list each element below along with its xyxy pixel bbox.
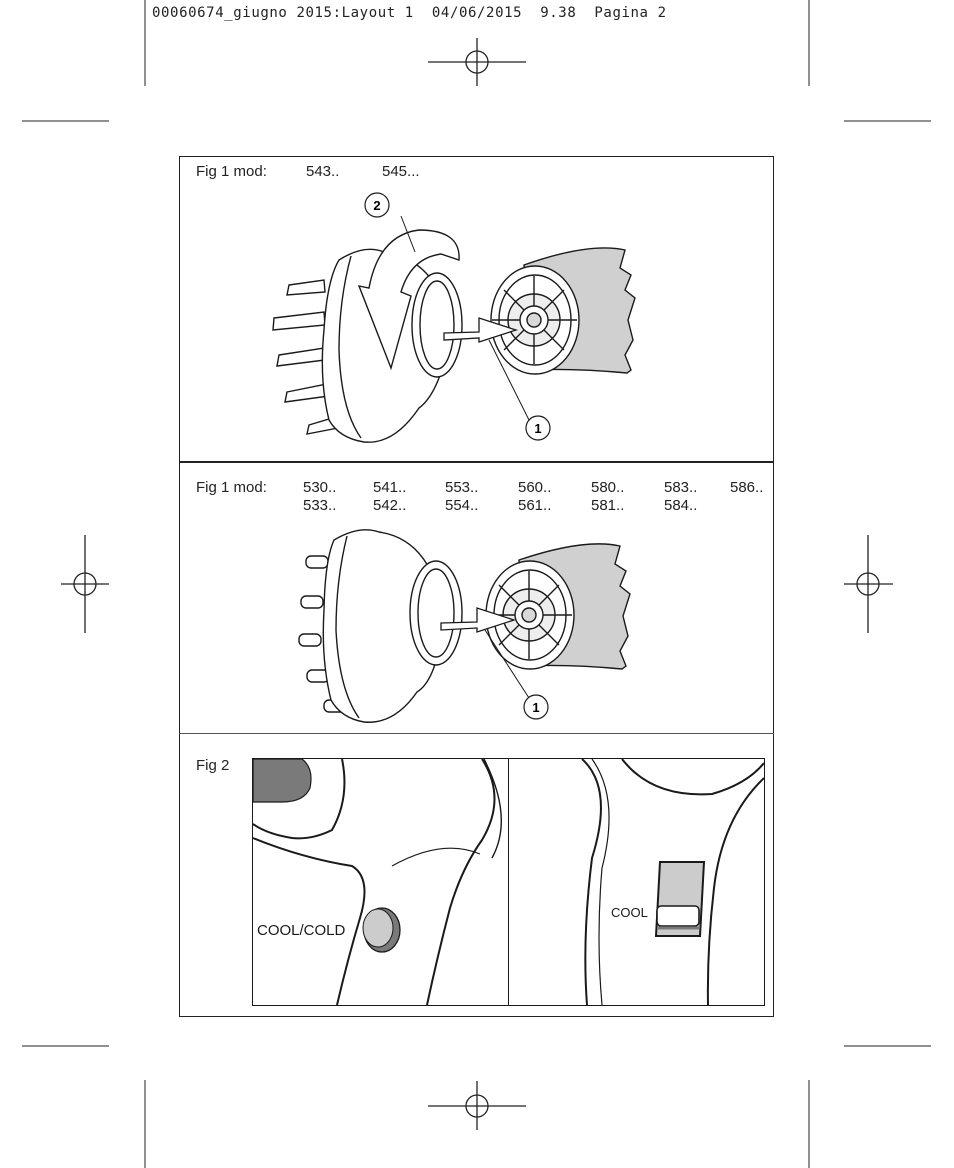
rotation-arrow — [357, 229, 460, 371]
fig1a-illustration: 2 1 — [272, 192, 636, 443]
insert-arrow — [440, 607, 517, 633]
section-divider-2 — [179, 733, 774, 734]
callout-1 — [523, 694, 549, 720]
fig1b-model: 586.. — [730, 479, 764, 496]
fig1b-model: 581.. — [591, 497, 625, 514]
cool-switch — [654, 861, 706, 937]
fig1b-model: 530.. — [303, 479, 337, 496]
registration-mark-left — [61, 535, 109, 633]
fig1a-model: 545... — [382, 163, 420, 180]
fig1b-model: 583.. — [664, 479, 698, 496]
registration-mark-right — [844, 535, 893, 633]
callout-2-text: 2 — [373, 198, 380, 213]
callout-1-text: 1 — [534, 421, 541, 436]
fig1b-model: 553.. — [445, 479, 479, 496]
fig1b-model: 533.. — [303, 497, 337, 514]
fig2-right-panel — [508, 758, 765, 1006]
cool-cold-label: COOL/COLD — [257, 922, 346, 939]
registration-mark-bottom — [428, 1081, 526, 1130]
fig1b-model: 542.. — [373, 497, 407, 514]
dryer-dark-part — [252, 758, 312, 803]
fig1b-model: 580.. — [591, 479, 625, 496]
figure-frame — [179, 156, 774, 1017]
cool-switch-label: COOL — [611, 905, 648, 920]
callout-1-text: 1 — [532, 700, 539, 715]
fig2-label: Fig 2 — [196, 757, 230, 774]
insert-arrow — [443, 317, 519, 343]
fig1a-model: 543.. — [306, 163, 340, 180]
fig1b-model: 554.. — [445, 497, 479, 514]
section-divider-1 — [179, 461, 774, 463]
dryer-rear-housing — [490, 247, 636, 375]
print-header: 00060674_giugno 2015:Layout 1 04/06/2015… — [152, 5, 667, 21]
callout-2 — [364, 192, 390, 218]
fig1b-model: 560.. — [518, 479, 552, 496]
fig2-illustration: COOL/COLD COOL — [252, 758, 765, 1006]
fig1b-label: Fig 1 mod: — [196, 479, 267, 496]
fig1b-model: 584.. — [664, 497, 698, 514]
diffuser — [272, 248, 463, 443]
callout-1 — [525, 415, 551, 441]
fig1b-illustration: 1 — [298, 529, 631, 723]
cool-cold-button — [362, 907, 401, 953]
fig1b-model: 561.. — [518, 497, 552, 514]
dryer-rear-housing — [485, 543, 631, 670]
diffuser — [298, 529, 463, 723]
registration-mark-top — [428, 38, 526, 86]
fig1b-model: 541.. — [373, 479, 407, 496]
fig1a-label: Fig 1 mod: — [196, 163, 267, 180]
